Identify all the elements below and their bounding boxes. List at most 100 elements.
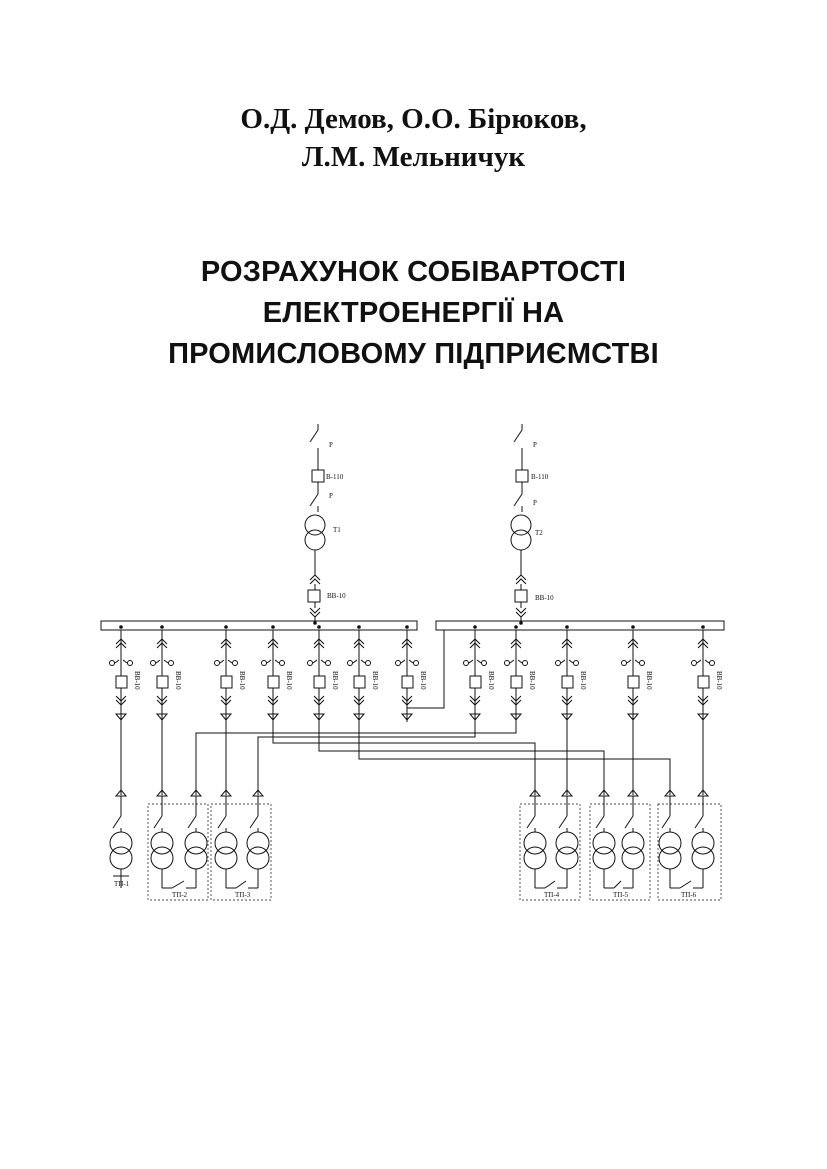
contact-icon [168, 660, 174, 666]
contact-icon [365, 660, 371, 666]
feeder-breaker-label-7: ВВ-10 [419, 671, 427, 690]
substation-label-2: ТП-2 [172, 891, 188, 899]
contact-icon [639, 660, 645, 666]
substation-boundary [519, 803, 581, 901]
contact-icon [413, 660, 419, 666]
incoming-line-2 [510, 424, 532, 625]
feeder-breaker-icon [220, 675, 233, 689]
substation-1 [109, 789, 133, 888]
feeder-breaker-icon [156, 675, 169, 689]
contact-icon [261, 660, 267, 666]
feeder-cell-8 [463, 625, 487, 722]
breaker-110-1-icon [311, 469, 325, 483]
substation-4 [519, 789, 581, 901]
transformer-t1-icon [304, 514, 326, 536]
substation-transformer-icon [691, 831, 715, 855]
feeder-breaker-label-8: ВВ-10 [487, 671, 495, 690]
substation-3 [210, 789, 272, 901]
contact-icon [232, 660, 238, 666]
transformer-t2-icon [510, 514, 532, 536]
feeder-breaker-icon [627, 675, 640, 689]
substation-label-4: ТП-4 [544, 891, 560, 899]
feeder-cell-1 [109, 625, 133, 722]
feeder-cell-6 [347, 625, 371, 722]
feeder-breaker-icon [267, 675, 280, 689]
feeder-cell-4 [261, 625, 285, 722]
feeder-breaker-icon [313, 675, 326, 689]
authors-line-1: О.Д. Демов, О.О. Бірюков, [240, 103, 587, 135]
title-line-3: ПРОМИСЛОВОМУ ПІДПРИЄМСТВІ [168, 338, 659, 370]
feeder-breaker-labels: ВВ-10 ВВ-10 ВВ-10 ВВ-10 ВВ-10 ВВ-10 ВВ-10 ВВ-10… [133, 671, 723, 690]
feeder-breaker-icon [697, 675, 710, 689]
substation-transformer-icon [592, 831, 616, 855]
contact-icon [347, 660, 353, 666]
feeder-cell-3 [214, 625, 238, 722]
label-t1: Т1 [333, 526, 341, 534]
contact-icon [109, 660, 115, 666]
feeder-breaker-label-6: ВВ-10 [371, 671, 379, 690]
feeder-breaker-label-11: ВВ-10 [645, 671, 653, 690]
label-t2: Т2 [535, 529, 543, 537]
feeder-breaker-icon [353, 675, 366, 689]
contact-icon [214, 660, 220, 666]
substation-transformer-icon [621, 831, 645, 855]
title-line-1: РОЗРАХУНОК СОБІВАРТОСТІ [200, 256, 627, 288]
contact-icon [621, 660, 627, 666]
contact-icon [481, 660, 487, 666]
authors-block: О.Д. Демов, О.О. Бірюков, Л.М. Мельничук [0, 100, 827, 176]
label-p-2b: Р [533, 499, 537, 507]
contact-icon [127, 660, 133, 666]
cable-routing [120, 630, 704, 795]
feeder-breaker-icon [469, 675, 482, 689]
feeder-breaker-label-1: ВВ-10 [133, 671, 141, 690]
feeder-cells [109, 625, 715, 722]
busbar-section-2 [435, 620, 725, 631]
incoming-line-1 [304, 424, 326, 625]
substation-boundary [589, 803, 651, 901]
breaker-10-main-2-icon [514, 589, 528, 603]
breaker-110-2-icon [515, 469, 529, 483]
label-bb10-main-2: ВВ-10 [535, 594, 554, 602]
feeder-breaker-label-12: ВВ-10 [715, 671, 723, 690]
feeder-breaker-label-9: ВВ-10 [528, 671, 536, 690]
substation-transformer-icon [523, 831, 547, 855]
feeder-breaker-icon [401, 675, 414, 689]
document-title: РОЗРАХУНОК СОБІВАРТОСТІ ЕЛЕКТРОЕНЕРГІЇ Н… [0, 252, 827, 375]
contact-icon [307, 660, 313, 666]
substation-label-1: ТП-1 [114, 880, 130, 888]
busbar-section-1 [100, 620, 418, 631]
title-line-2: ЕЛЕКТРОЕНЕРГІЇ НА [262, 297, 565, 329]
substation-boundary [657, 803, 722, 901]
contact-icon [691, 660, 697, 666]
contact-icon [279, 660, 285, 666]
label-p-2a: Р [533, 441, 537, 449]
feeder-cell-9 [504, 625, 528, 722]
substation-label-3: ТП-3 [235, 891, 251, 899]
feeder-cell-10 [555, 625, 579, 722]
feeder-cell-2 [150, 625, 174, 722]
substation-transformer-icon [246, 831, 270, 855]
substation-5 [589, 789, 651, 901]
authors-line-2: Л.М. Мельничук [301, 141, 526, 173]
feeder-breaker-label-10: ВВ-10 [579, 671, 587, 690]
feeder-cell-5 [307, 625, 331, 722]
label-p-1b: Р [329, 492, 333, 500]
contact-icon [150, 660, 156, 666]
contact-icon [573, 660, 579, 666]
feeder-breaker-icon [510, 675, 523, 689]
feeder-breaker-label-2: ВВ-10 [174, 671, 182, 690]
substation-transformer-icon [150, 831, 174, 855]
feeder-cell-12 [691, 625, 715, 722]
feeder-breaker-label-4: ВВ-10 [285, 671, 293, 690]
contact-icon [395, 660, 401, 666]
substation-transformer-icon [109, 831, 133, 855]
contact-icon [325, 660, 331, 666]
substation-transformer-icon [658, 831, 682, 855]
label-p-1a: Р [329, 441, 333, 449]
substation-label-6: ТП-6 [681, 891, 697, 899]
contact-icon [522, 660, 528, 666]
substation-boundary [147, 803, 209, 901]
substation-transformer-icon [214, 831, 238, 855]
feeder-breaker-label-3: ВВ-10 [238, 671, 246, 690]
